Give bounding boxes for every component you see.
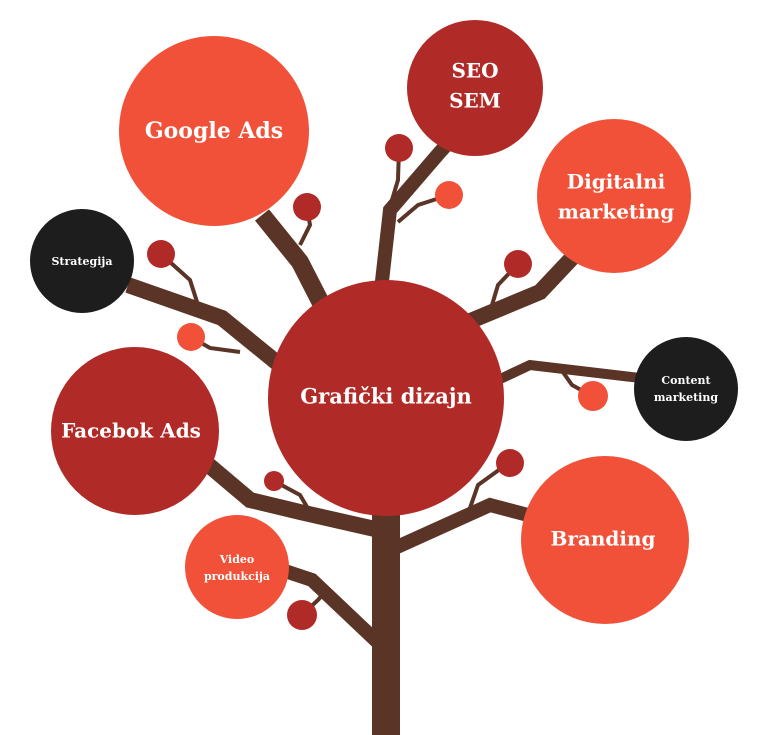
node-graficki-dizajn: Grafički dizajn (268, 280, 504, 516)
strategija-label: Strategija (51, 255, 112, 268)
google-ads-label: Google Ads (145, 118, 283, 144)
node-seo-sem: SEO SEM (407, 20, 543, 156)
branch-content (495, 359, 641, 385)
berry (147, 240, 175, 268)
node-video-produkcija: Video produkcija (185, 515, 289, 619)
berry (264, 471, 284, 491)
berry (293, 193, 321, 221)
node-facebook-ads: Facebok Ads (51, 347, 219, 515)
branding-label: Branding (550, 527, 655, 551)
branch-branding (383, 497, 530, 559)
berry (385, 134, 413, 162)
node-google-ads: Google Ads (119, 36, 309, 226)
berry (435, 181, 463, 209)
berry (287, 600, 317, 630)
node-content-marketing: Content marketing (634, 337, 738, 441)
berry (177, 323, 205, 351)
berry (504, 250, 532, 278)
marketing-label: marketing (558, 200, 675, 224)
content-marketing-label: marketing (654, 391, 718, 404)
berry (578, 381, 608, 411)
berry (496, 449, 524, 477)
content-label: Content (661, 374, 711, 387)
node-branding: Branding (521, 456, 689, 624)
branch-strategija (125, 277, 298, 382)
facebook-ads-label: Facebok Ads (61, 419, 201, 443)
branch-digitalni (464, 252, 578, 330)
produkcija-label: produkcija (204, 570, 270, 583)
berries (147, 134, 608, 630)
branch-google-ads (255, 209, 331, 310)
sem-label: SEM (449, 89, 501, 113)
node-strategija: Strategija (30, 209, 134, 313)
node-digitalni-marketing: Digitalni marketing (537, 119, 691, 273)
digitalni-label: Digitalni (567, 170, 666, 194)
video-label: Video (219, 553, 255, 566)
branch-video (279, 563, 393, 658)
branch-facebook (199, 455, 390, 540)
graficki-dizajn-label: Grafički dizajn (300, 384, 472, 409)
seo-label: SEO (451, 59, 498, 83)
